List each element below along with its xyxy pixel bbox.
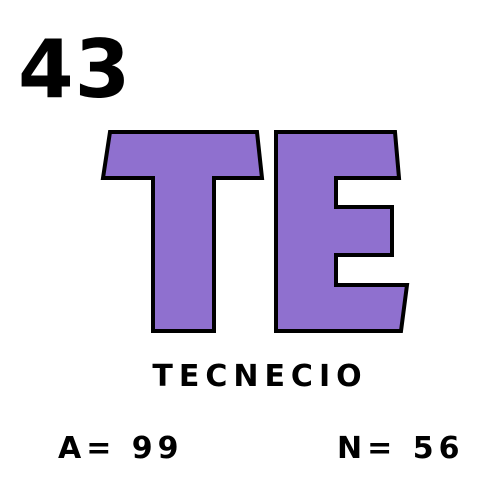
element-name: TECNECIO (152, 359, 368, 394)
neutron-count-label: N= 56 (337, 431, 465, 466)
atomic-mass-label: A= 99 (58, 431, 184, 466)
atomic-number: 43 (18, 23, 132, 116)
symbol-letter-t (100, 130, 265, 333)
symbol-letter-e (274, 130, 410, 333)
